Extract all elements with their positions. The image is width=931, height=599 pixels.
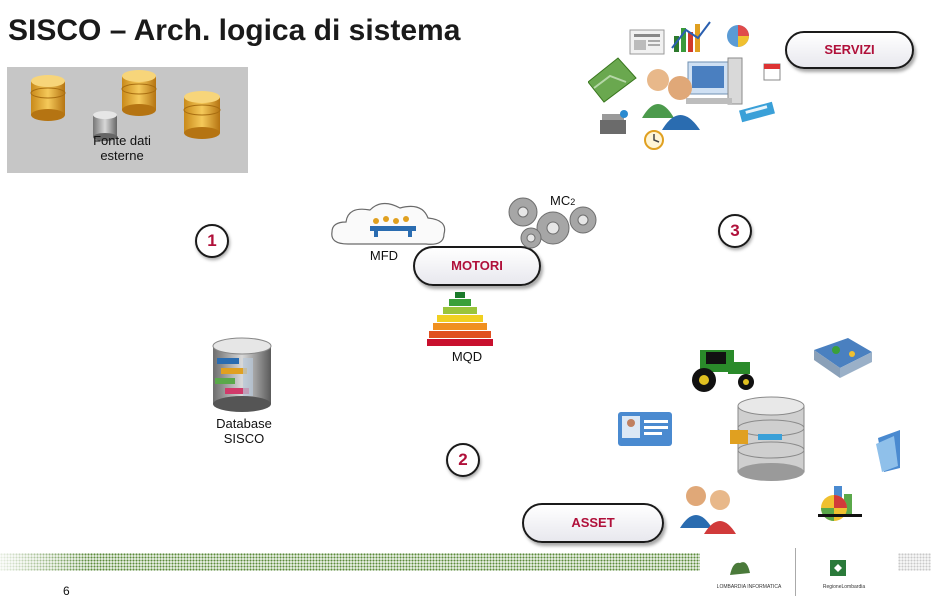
step-3-badge: 3 [718,214,752,248]
step-1-badge: 1 [195,224,229,258]
servizi-label: SERVIZI [785,31,914,69]
users-computer-icon [642,57,743,130]
database-server-icon [730,396,805,481]
pie-chart-icon [727,25,749,47]
page-title: SISCO – Arch. logica di sistema [8,14,461,47]
terrain-map-icon [814,338,872,378]
page-number: 6 [63,584,70,598]
mc2-label: MC2 [550,193,576,208]
database-icon [212,337,272,412]
lombardia-informatica-logo [730,562,750,575]
footer-band-right [898,553,931,571]
scanner-icon [600,110,628,134]
mqd-label: MQD [451,349,483,364]
database-cluster-icon [30,70,221,141]
assets-icon-cluster [618,338,900,534]
users-icon [680,486,736,534]
pie-chart-icon [818,486,862,521]
people-network-icon [370,216,416,237]
database-label: Database SISCO [216,416,272,446]
motori-label: MOTORI [413,246,541,286]
gears-icon [508,197,597,249]
id-card-icon [618,412,672,446]
regione-lombardia-text: RegioneLombardia [822,584,866,590]
tractor-icon [692,350,754,392]
network-icon [739,101,775,123]
energy-rating-icon [427,292,493,346]
footer-band [0,553,700,571]
footer-fade [0,553,90,571]
chart-icon [671,21,711,52]
asset-label: ASSET [522,503,664,543]
external-sources-label: Fonte dati esterne [93,133,151,163]
mfd-label: MFD [369,248,399,263]
logo-divider [795,548,796,596]
step-2-badge: 2 [446,443,480,477]
newspaper-icon [629,29,665,55]
clock-icon [644,130,664,150]
calendar-icon [763,63,781,81]
folder-icon [876,430,900,472]
services-icon-cluster [588,21,781,150]
cloud-icon [331,202,446,245]
map-photo-icon [588,57,637,103]
lombardia-informatica-text: LOMBARDIA INFORMATICA [716,584,782,590]
regione-lombardia-logo [830,560,846,576]
